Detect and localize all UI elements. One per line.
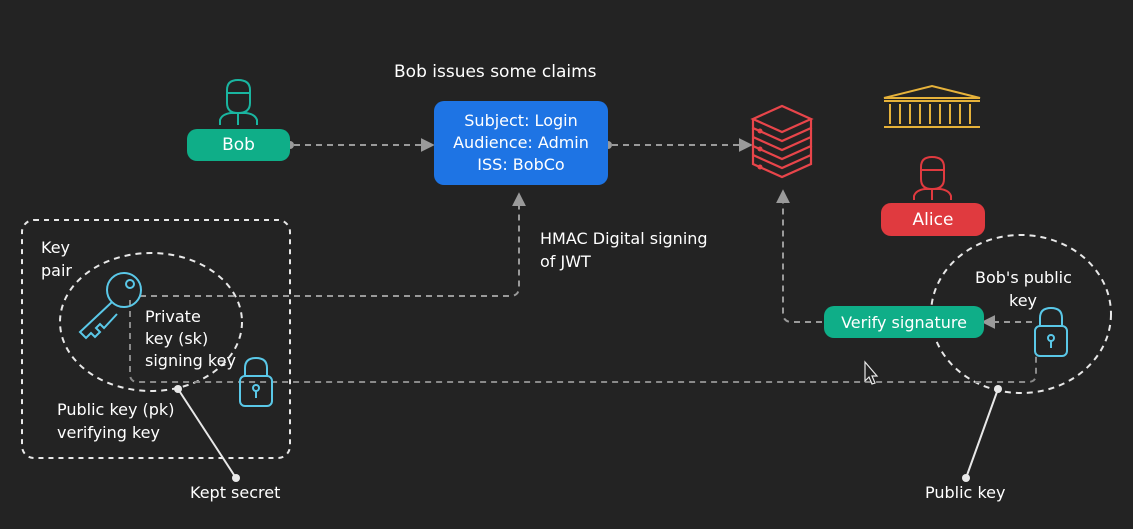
hmac-label-line2: of JWT <box>540 252 591 271</box>
key-pair-label-line2: pair <box>41 261 72 280</box>
key-pair-box <box>21 219 291 459</box>
mouse-cursor-icon <box>864 360 879 385</box>
public-key-label: Public key <box>925 483 1006 502</box>
key-icon <box>78 272 142 340</box>
verify-to-server-arrow <box>776 189 822 323</box>
bobs-public-key-label-line1: Bob's public <box>975 268 1072 287</box>
public-pk-label-line1: Public key (pk) <box>57 400 175 419</box>
lock-icon-secret <box>239 356 273 407</box>
alice-user-icon <box>913 155 952 200</box>
keypair-link-line <box>129 300 1037 383</box>
signing-arrow <box>140 192 526 297</box>
claim-audience: Audience: Admin <box>453 133 589 152</box>
lock-icon-public <box>1034 306 1068 357</box>
bob-user-icon <box>219 78 258 125</box>
claims-box: Subject: Login Audience: Admin ISS: BobC… <box>434 101 608 185</box>
claim-subject: Subject: Login <box>464 111 578 130</box>
public-pk-label-line2: verifying key <box>57 423 160 442</box>
private-key-label-line2: key (sk) <box>145 329 209 348</box>
server-stack-icon <box>750 104 814 179</box>
kept-secret-dot-bottom <box>232 474 240 482</box>
public-key-dot-bottom <box>962 474 970 482</box>
kept-secret-pointer <box>177 388 237 479</box>
key-pair-label-line1: Key <box>41 238 71 257</box>
verify-signature-label: Verify signature <box>824 306 984 338</box>
claim-iss: ISS: BobCo <box>477 155 565 174</box>
private-key-ellipse <box>59 252 243 392</box>
bobs-public-key-label-line2: key <box>1009 291 1038 310</box>
diagram-title: Bob issues some claims <box>394 62 597 82</box>
kept-secret-label: Kept secret <box>190 483 281 502</box>
public-key-pointer <box>965 388 999 479</box>
alice-label: Alice <box>881 203 985 236</box>
private-key-label-line3: signing key <box>145 351 236 370</box>
bob-label: Bob <box>187 129 290 161</box>
bank-icon <box>883 84 981 128</box>
private-key-label-line1: Private <box>145 307 201 326</box>
hmac-label-line1: HMAC Digital signing <box>540 229 708 248</box>
